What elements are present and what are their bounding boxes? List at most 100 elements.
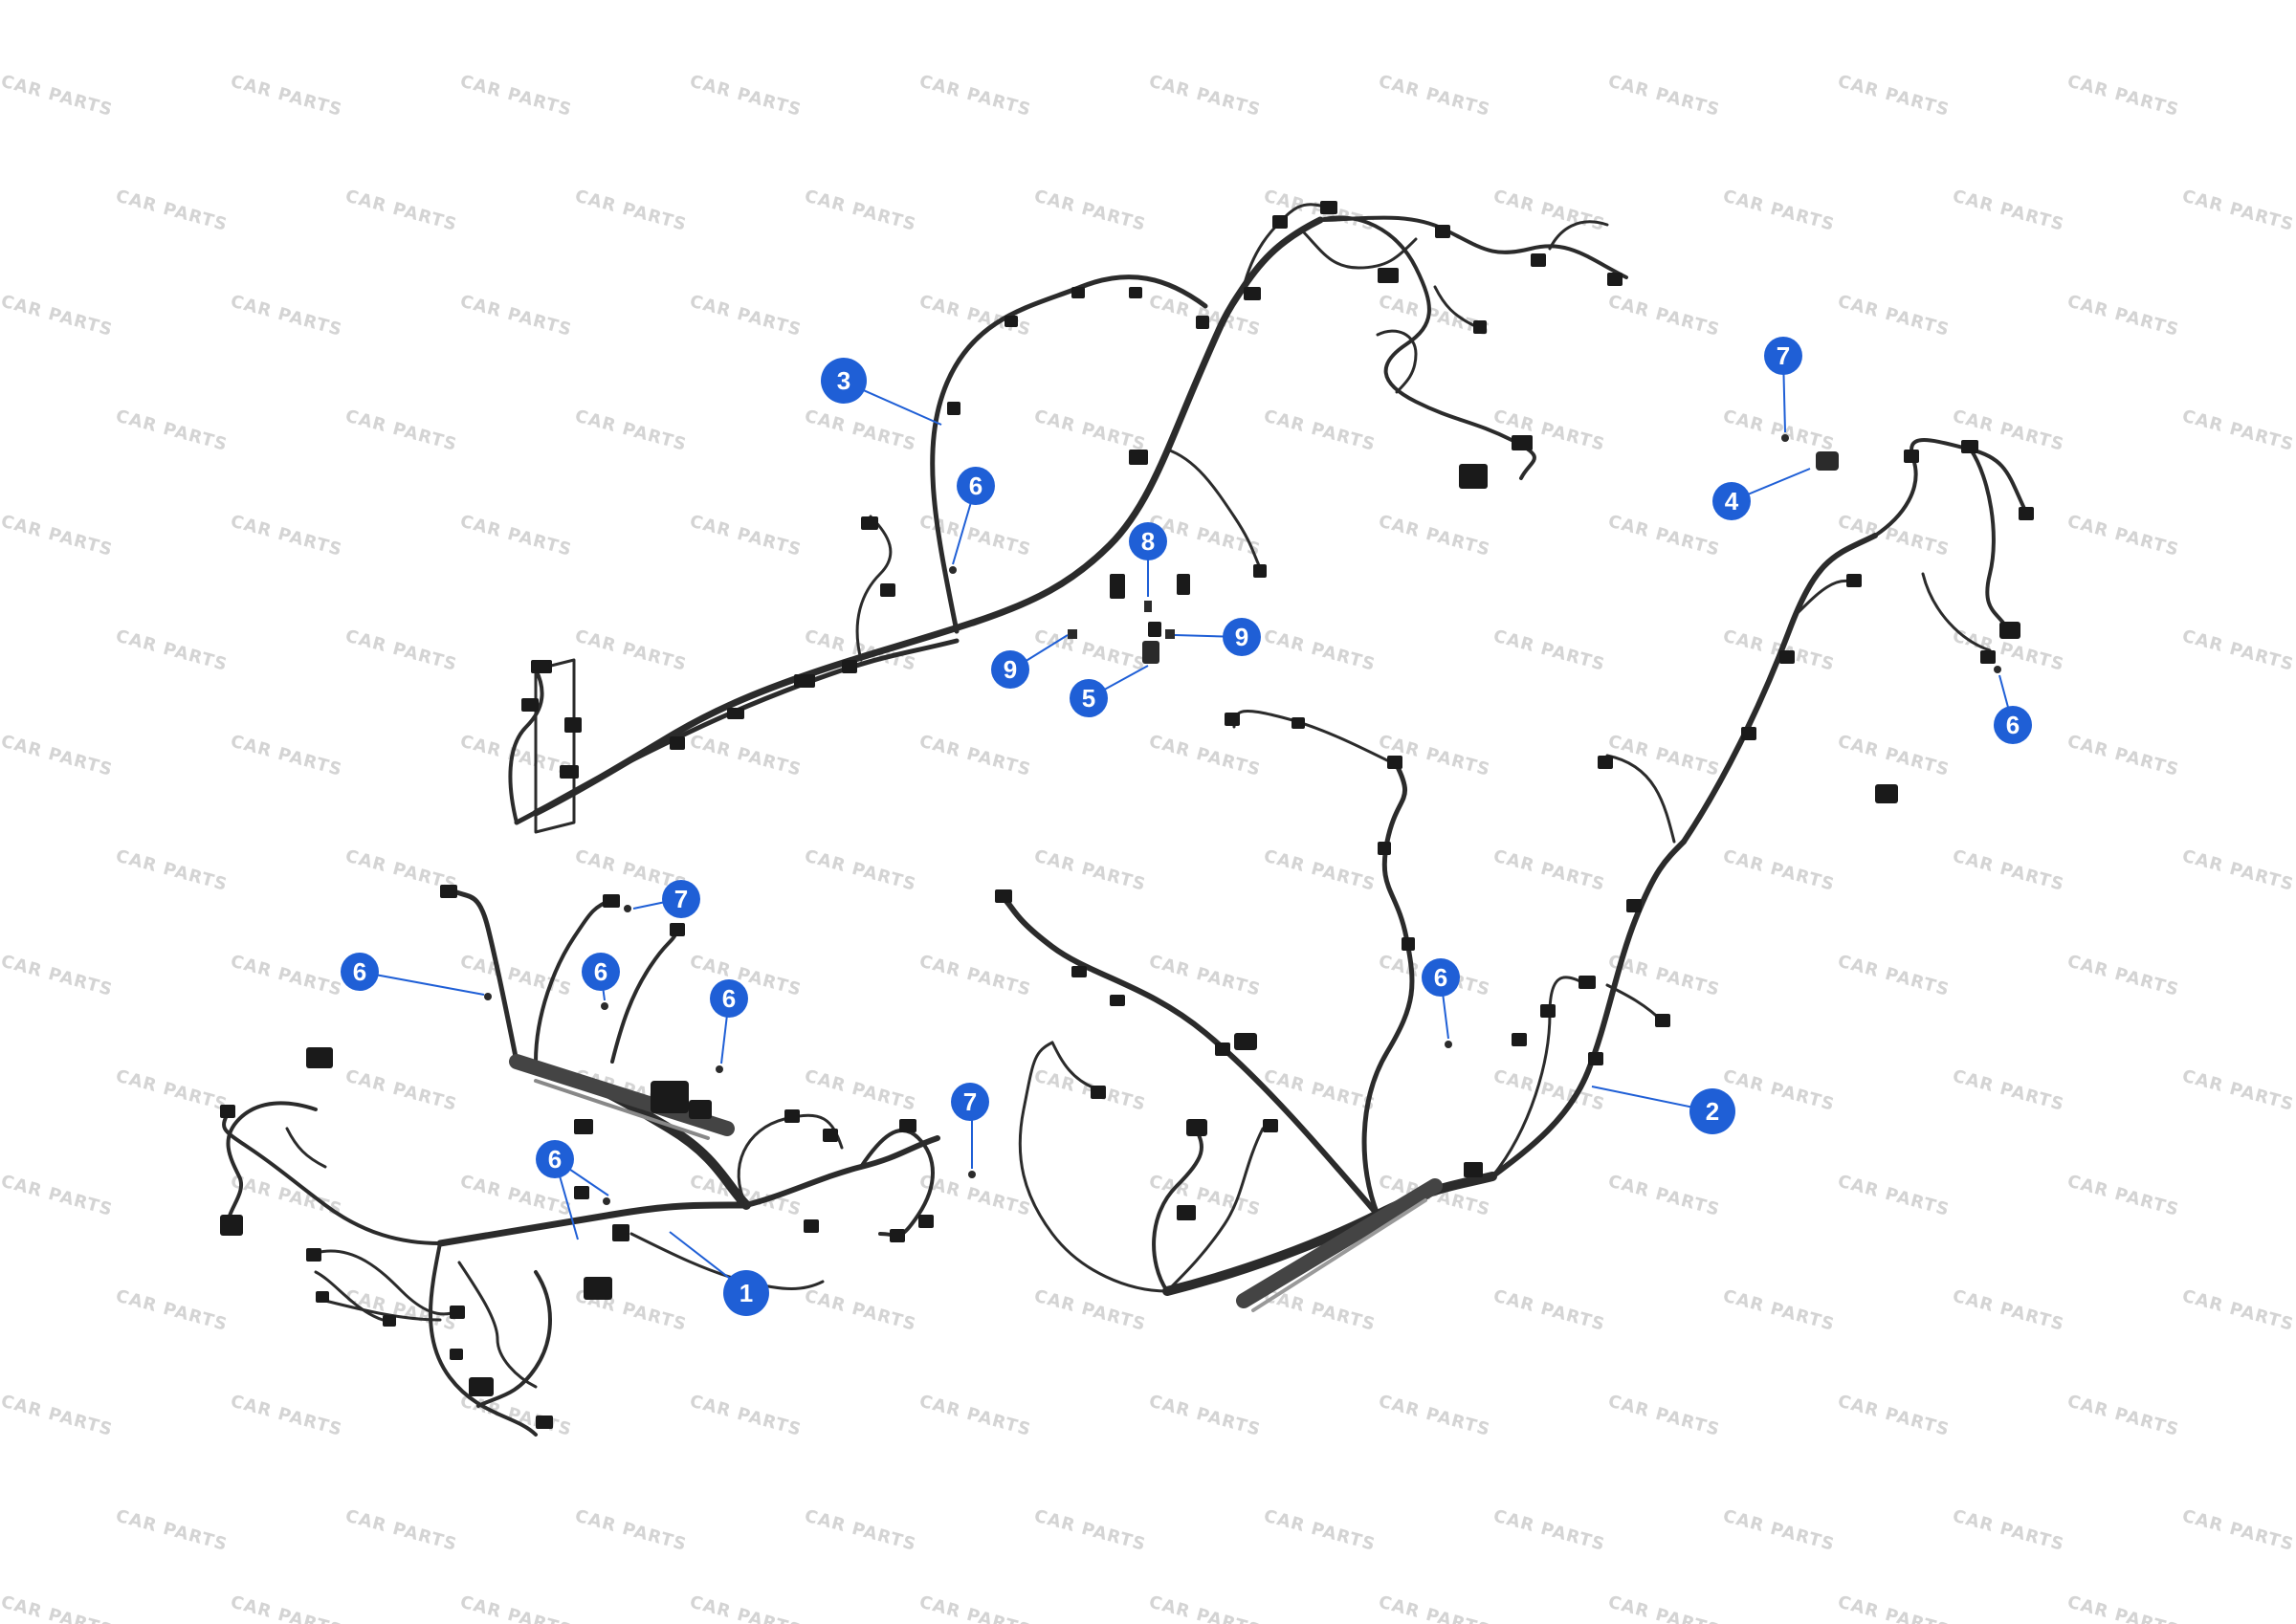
watermark-text: CAR PARTS bbox=[229, 72, 344, 121]
watermark-layer: CAR PARTS CAR PARTS CAR PARTS CAR PARTS CAR … bbox=[0, 72, 2296, 1624]
part-5-bracket bbox=[1142, 641, 1159, 664]
callout-4-label: 4 bbox=[1725, 487, 1739, 516]
watermark-text: CAR PARTS bbox=[229, 1172, 344, 1220]
part-9-clip bbox=[1068, 629, 1077, 639]
watermark-text: CAR PARTS bbox=[458, 292, 574, 340]
watermark-text: CAR PARTS bbox=[1836, 732, 1952, 780]
callout-1: 1 bbox=[723, 1270, 769, 1316]
leader-lines bbox=[359, 355, 2014, 1292]
watermark-text: CAR PARTS bbox=[1032, 1506, 1148, 1555]
watermark-text: CAR PARTS bbox=[114, 1286, 230, 1335]
watermark-text: CAR PARTS bbox=[2180, 1506, 2296, 1555]
part-7-clip bbox=[1781, 434, 1789, 442]
harness-3-connectors bbox=[521, 201, 1623, 779]
callout-8-label: 8 bbox=[1141, 527, 1155, 556]
callout-3-label: 3 bbox=[837, 366, 850, 395]
watermark-text: CAR PARTS bbox=[0, 1172, 115, 1220]
watermark-text: CAR PARTS bbox=[1032, 626, 1148, 675]
part-7-clip bbox=[968, 1171, 976, 1178]
watermark-text: CAR PARTS bbox=[1606, 292, 1722, 340]
harness-1-connectors bbox=[220, 885, 934, 1429]
watermark-text: CAR PARTS bbox=[458, 512, 574, 560]
watermark-text: CAR PARTS bbox=[1147, 732, 1263, 780]
watermark-text: CAR PARTS bbox=[229, 952, 344, 1000]
callout-6-e-label: 6 bbox=[548, 1145, 562, 1174]
watermark-text: CAR PARTS bbox=[1262, 406, 1378, 455]
watermark-text: CAR PARTS bbox=[688, 732, 804, 780]
watermark-text: CAR PARTS bbox=[1606, 732, 1722, 780]
watermark-text: CAR PARTS bbox=[1147, 1392, 1263, 1440]
callout-7-a-label: 7 bbox=[1777, 341, 1790, 370]
callout-6-c-label: 6 bbox=[594, 957, 607, 986]
callout-6-g: 6 bbox=[1994, 706, 2032, 744]
watermark-text: CAR PARTS bbox=[1147, 72, 1263, 121]
callout-7-a: 7 bbox=[1764, 337, 1802, 375]
watermark-text: CAR PARTS bbox=[1721, 1066, 1837, 1115]
watermark-text: CAR PARTS bbox=[2065, 1592, 2181, 1624]
watermark-text: CAR PARTS bbox=[2065, 1172, 2181, 1220]
watermark-text: CAR PARTS bbox=[2180, 846, 2296, 895]
watermark-text: CAR PARTS bbox=[343, 626, 459, 675]
watermark-text: CAR PARTS bbox=[2065, 72, 2181, 121]
part-6-clip bbox=[603, 1197, 610, 1205]
callout-7-c-label: 7 bbox=[963, 1087, 977, 1116]
watermark-text: CAR PARTS bbox=[1836, 952, 1952, 1000]
watermark-text: CAR PARTS bbox=[229, 292, 344, 340]
watermark-text: CAR PARTS bbox=[1377, 512, 1492, 560]
watermark-text: CAR PARTS bbox=[1147, 952, 1263, 1000]
watermark-text: CAR PARTS bbox=[1836, 1172, 1952, 1220]
watermark-text: CAR PARTS bbox=[0, 1592, 115, 1624]
watermark-text: CAR PARTS bbox=[573, 1506, 689, 1555]
watermark-text: CAR PARTS bbox=[803, 1286, 918, 1335]
part-6-clip bbox=[1994, 666, 2001, 673]
watermark-text: CAR PARTS bbox=[2180, 187, 2296, 235]
watermark-text: CAR PARTS bbox=[1606, 1172, 1722, 1220]
harness-2-connectors bbox=[995, 440, 2034, 1220]
watermark-text: CAR PARTS bbox=[1951, 1286, 2066, 1335]
watermark-text: CAR PARTS bbox=[2065, 512, 2181, 560]
watermark-text: CAR PARTS bbox=[1951, 1506, 2066, 1555]
watermark-text: CAR PARTS bbox=[917, 1172, 1033, 1220]
watermark-text: CAR PARTS bbox=[0, 952, 115, 1000]
watermark-text: CAR PARTS bbox=[114, 626, 230, 675]
watermark-text: CAR PARTS bbox=[343, 1066, 459, 1115]
watermark-text: CAR PARTS bbox=[114, 187, 230, 235]
watermark-text: CAR PARTS bbox=[1377, 1392, 1492, 1440]
watermark-text: CAR PARTS bbox=[1491, 187, 1607, 235]
watermark-text: CAR PARTS bbox=[343, 406, 459, 455]
part-4-module bbox=[1816, 451, 1839, 471]
watermark-text: CAR PARTS bbox=[1721, 187, 1837, 235]
watermark-text: CAR PARTS bbox=[2065, 952, 2181, 1000]
callout-5-label: 5 bbox=[1082, 684, 1095, 713]
watermark-text: CAR PARTS bbox=[114, 846, 230, 895]
watermark-text: CAR PARTS bbox=[803, 846, 918, 895]
part-6-clip bbox=[484, 993, 492, 1000]
watermark-text: CAR PARTS bbox=[803, 1506, 918, 1555]
watermark-text: CAR PARTS bbox=[1951, 846, 2066, 895]
watermark-text: CAR PARTS bbox=[1606, 1592, 1722, 1624]
callout-7-b: 7 bbox=[662, 880, 700, 918]
watermark-text: CAR PARTS bbox=[1262, 846, 1378, 895]
watermark-text: CAR PARTS bbox=[1262, 1066, 1378, 1115]
watermark-text: CAR PARTS bbox=[1491, 846, 1607, 895]
watermark-text: CAR PARTS bbox=[1606, 1392, 1722, 1440]
watermark-text: CAR PARTS bbox=[2065, 1392, 2181, 1440]
part-8-clip bbox=[1144, 601, 1152, 612]
watermark-text: CAR PARTS bbox=[1836, 1592, 1952, 1624]
watermark-text: CAR PARTS bbox=[114, 406, 230, 455]
watermark-text: CAR PARTS bbox=[1836, 72, 1952, 121]
callout-5: 5 bbox=[1070, 679, 1108, 717]
watermark-text: CAR PARTS bbox=[0, 1392, 115, 1440]
watermark-text: CAR PARTS bbox=[2180, 626, 2296, 675]
callout-4: 4 bbox=[1712, 482, 1751, 520]
watermark-text: CAR PARTS bbox=[1721, 406, 1837, 455]
part-6-clip bbox=[716, 1065, 723, 1073]
watermark-text: CAR PARTS bbox=[1721, 1506, 1837, 1555]
watermark-text: CAR PARTS bbox=[1377, 72, 1492, 121]
watermark-text: CAR PARTS bbox=[2180, 406, 2296, 455]
watermark-text: CAR PARTS bbox=[1262, 626, 1378, 675]
part-6-clip bbox=[949, 566, 957, 574]
watermark-text: CAR PARTS bbox=[803, 187, 918, 235]
watermark-text: CAR PARTS bbox=[573, 626, 689, 675]
